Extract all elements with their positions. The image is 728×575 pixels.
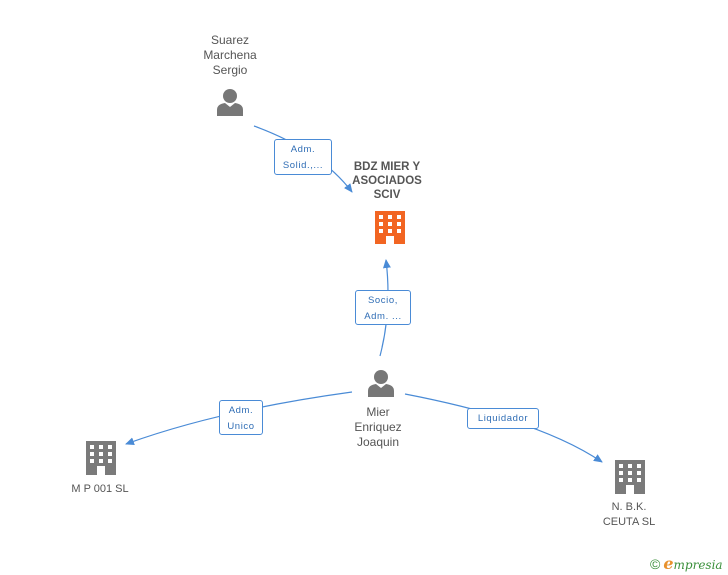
person-icon[interactable] — [368, 370, 394, 397]
node-label-nbk[interactable]: N. B.K. CEUTA SL — [602, 501, 656, 528]
node-label-mp001[interactable]: M P 001 SL — [71, 483, 129, 495]
node-label-mier[interactable]: Mier Enriquez Joaquin — [354, 405, 402, 449]
building-icon[interactable] — [86, 441, 116, 475]
edge-label-mier-bdz[interactable]: Socio, Adm. ... — [355, 290, 411, 325]
building-icon[interactable] — [615, 460, 645, 494]
edge-label-mier-nbk[interactable]: Liquidador — [467, 408, 539, 429]
person-icon[interactable] — [217, 89, 243, 116]
building-icon[interactable] — [375, 211, 405, 244]
node-label-bdz[interactable]: BDZ MIER Y ASOCIADOS SCIV — [352, 161, 422, 201]
edge-label-mier-mp001[interactable]: Adm. Unico — [219, 400, 263, 435]
brand-logo-e: e — [663, 554, 674, 573]
brand-name: mpresia — [673, 558, 723, 572]
node-label-suarez[interactable]: Suarez Marchena Sergio — [203, 33, 257, 77]
copyright-symbol: © — [650, 556, 661, 572]
edge-label-suarez-bdz[interactable]: Adm. Solid.,... — [274, 139, 332, 175]
footer-brand: ©empresia — [650, 554, 723, 573]
